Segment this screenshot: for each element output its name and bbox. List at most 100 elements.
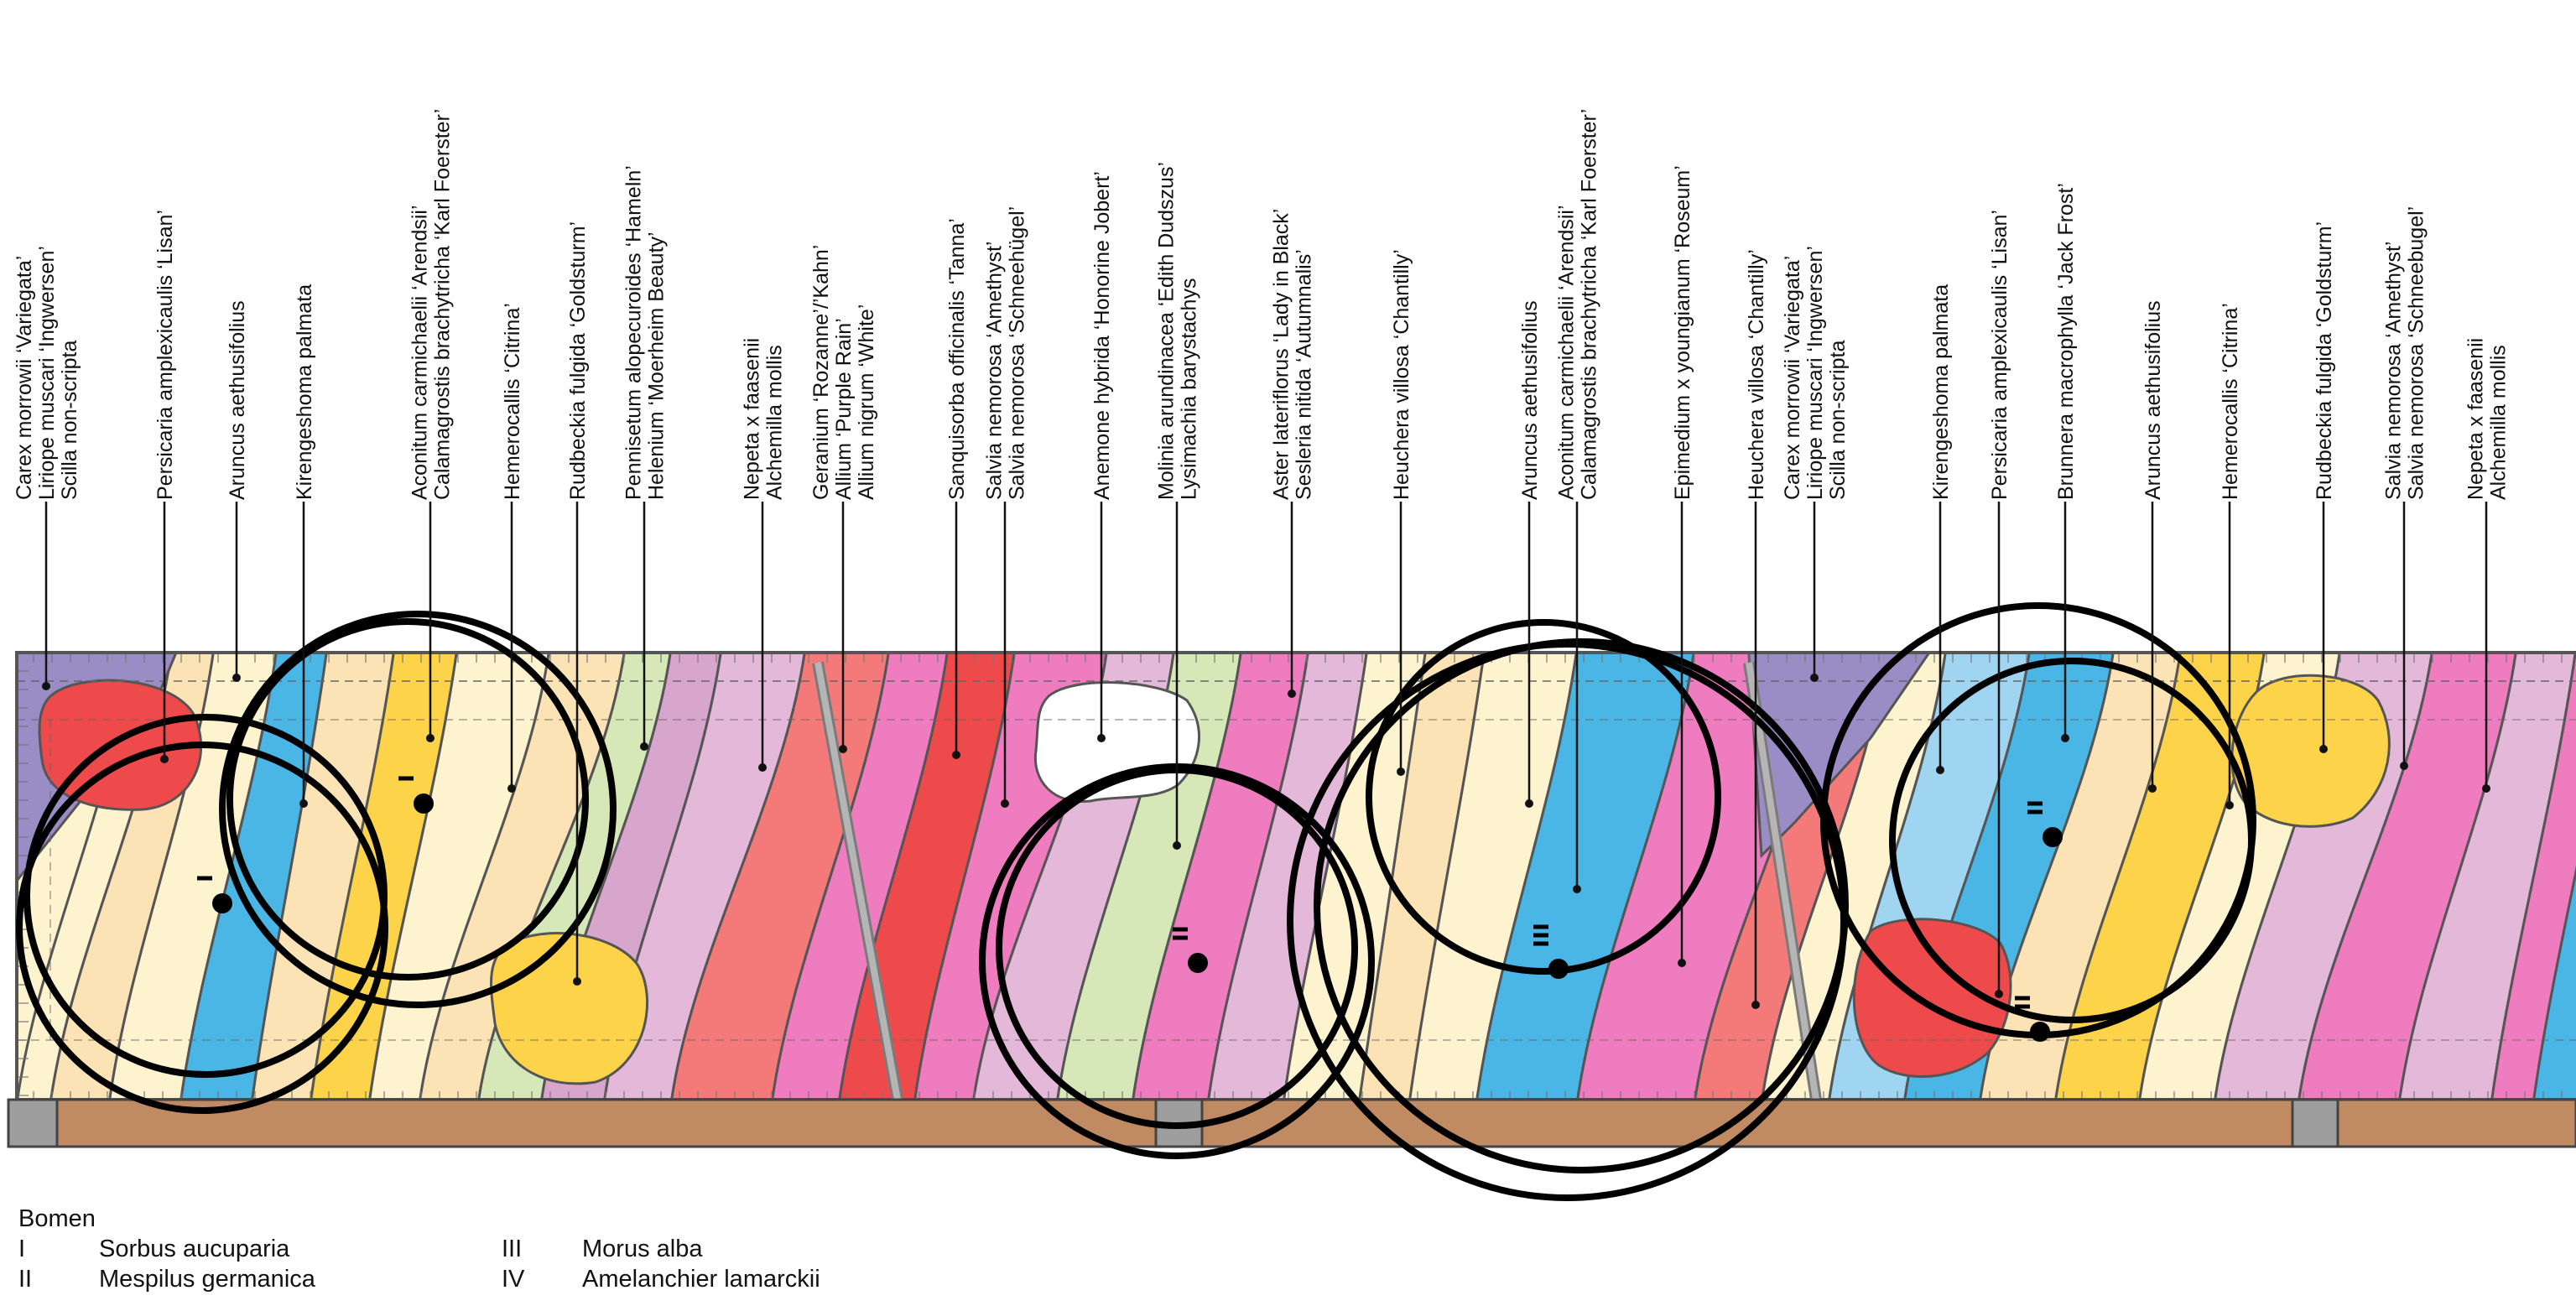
- soil-strip-bar: [15, 1098, 2576, 1148]
- label-leader-dot: [299, 799, 308, 808]
- rudbeckia-cluster-left: [490, 932, 649, 1085]
- plant-label: Heuchera villosa ‘Chantilly’: [1745, 249, 1768, 500]
- label-leader-dot: [1995, 990, 2003, 998]
- plant-label: Nepeta x faasenii: [741, 338, 764, 500]
- tree-canopy-circle: [1366, 619, 1721, 975]
- plant-label: Helenium ‘Moerheim Beauty’: [645, 232, 669, 500]
- plant-label: Pennisetum alopecuroides ‘Hameln’: [622, 165, 646, 500]
- plant-label: Brunnera macrophylla ‘Jack Frost’: [2054, 183, 2078, 500]
- plant-label: Aruncus aethusifolius: [1518, 300, 1542, 500]
- label-leader-dot: [426, 734, 435, 742]
- label-leader-dot: [232, 674, 241, 682]
- tree-canopy-circle: [219, 611, 617, 1008]
- label-leader-dot: [640, 742, 648, 751]
- tree-trunk-dot: [414, 793, 434, 814]
- legend-name-2: Mespilus germanica: [99, 1266, 315, 1293]
- plant-label: Carex morrowii ‘Variegata’: [13, 256, 36, 500]
- tree-canopy-circle: [16, 741, 388, 1114]
- plant-label: Persicaria amplexicaulis ‘Lisan’: [154, 210, 177, 500]
- soil-post: [2291, 1098, 2339, 1148]
- plant-label: Hemerocallis ‘Citrina’: [2219, 303, 2242, 500]
- label-leader-dot: [42, 682, 50, 690]
- plant-label: Epimedium x youngianum ‘Roseum’: [1671, 165, 1694, 500]
- edging-path: [812, 661, 903, 1101]
- label-leader-dot: [1573, 885, 1581, 893]
- plant-label: Sesleria nitida ‘Autumnalis’: [1293, 249, 1316, 500]
- carex-area-right: [1747, 653, 1931, 859]
- plant-label: Salvia nemorosa ‘Amethyst’: [983, 242, 1007, 500]
- plant-label: Aconitum carmichaelii ‘Arendsii’: [409, 205, 432, 500]
- label-leader-dot: [573, 977, 581, 986]
- plant-label: Molinia arundinacea ‘Edith Dudszus’: [1155, 162, 1179, 500]
- persicaria-cluster-left: [38, 679, 203, 811]
- plant-label: Scilla non-scripta: [1826, 341, 1850, 500]
- plant-label: Lysimachia barystachys: [1178, 278, 1201, 500]
- plant-label: Sanquisorba officinalis ‘Tanna’: [945, 218, 969, 500]
- persicaria-cluster-right: [1852, 918, 2012, 1078]
- label-leader-dot: [1097, 734, 1106, 742]
- plant-label: Geranium ‘Rozanne’/’Kahn’: [809, 245, 833, 500]
- plant-label: Alchemilla mollis: [763, 345, 787, 500]
- label-leader-dot: [1001, 799, 1009, 808]
- plant-label: Kirengeshoma palmata: [1929, 284, 1953, 500]
- legend-numeral-2: II: [18, 1266, 33, 1293]
- tree-trunk-dot: [212, 893, 232, 913]
- tree-trunk-dot: [2043, 827, 2063, 847]
- label-leader-dot: [2148, 784, 2157, 793]
- plant-label: Persicaria amplexicaulis ‘Lisan’: [1988, 210, 2011, 500]
- legend-numeral-4: IV: [502, 1266, 525, 1293]
- plant-label: Alchemilla mollis: [2487, 345, 2511, 500]
- plant-label: Salvia nemorosa ‘Amethyst’: [2382, 242, 2406, 500]
- tree-canopy-circle: [226, 618, 589, 981]
- plant-label: Liriope muscari ‘Ingwersen’: [35, 246, 59, 500]
- plant-label: Kirengeshoma palmata: [293, 284, 316, 500]
- plant-label: Liriope muscari ‘Ingwersen’: [1803, 246, 1827, 500]
- label-leader-dot: [839, 745, 847, 753]
- soil-strip: [7, 1098, 2576, 1148]
- tree-canopy-circle: [1889, 658, 2255, 1023]
- label-leader-dot: [2482, 784, 2490, 793]
- tree-marker: [2015, 996, 2050, 1042]
- plant-label: Aster lateriflorus ‘Lady in Black’: [1270, 209, 1293, 500]
- plant-label: Salvia nemorosa ‘Schneebugel’: [2405, 206, 2428, 500]
- legend-name-1: Sorbus aucuparia: [99, 1236, 290, 1262]
- tree-canopy-circle: [1287, 641, 1847, 1201]
- label-leader-dot: [1525, 799, 1533, 808]
- tree-marker: [197, 876, 232, 913]
- tree-trunk-dot: [1188, 953, 1208, 973]
- label-leader-dot: [1936, 766, 1944, 774]
- tree-markers: [197, 776, 2063, 1042]
- plant-label: Scilla non-scripta: [58, 341, 81, 500]
- legend-numeral-1: I: [18, 1236, 26, 1262]
- plant-label: Aruncus aethusifolius: [226, 300, 249, 500]
- label-leader-dot: [1751, 1001, 1760, 1009]
- label-leader-dot: [952, 751, 960, 759]
- tree-trunk-dot: [2030, 1022, 2050, 1042]
- plant-label: Anemone hybrida ‘Honorine Jobert’: [1090, 171, 1114, 500]
- plant-label: Aruncus aethusifolius: [2141, 300, 2165, 500]
- tree-marker: [398, 776, 434, 814]
- legend-title: Bomen: [18, 1205, 96, 1232]
- label-leaders: [42, 502, 2490, 1009]
- tree-marker: [1173, 927, 1208, 973]
- label-leader-dot: [1173, 841, 1181, 850]
- tree-marker: [1533, 924, 1569, 979]
- edging-path: [1743, 661, 1822, 1101]
- plant-label: Aconitum carmichaelii ‘Arendsii’: [1555, 205, 1579, 500]
- label-leader-dot: [1810, 674, 1819, 682]
- plant-label: Hemerocallis ‘Citrina’: [501, 303, 524, 500]
- soil-post: [7, 1098, 59, 1148]
- edging-path-fill: [1746, 662, 1819, 1100]
- plant-label: Rudbeckia fulgida ‘Goldsturm’: [566, 221, 590, 500]
- label-leader-dot: [1288, 689, 1296, 698]
- label-leader-dot: [2400, 762, 2408, 770]
- label-leader-dot: [758, 763, 767, 772]
- label-leader-dot: [160, 755, 169, 763]
- plant-label: Allium ‘Purple Rain’: [832, 318, 856, 500]
- rudbeckia-cluster-right: [2230, 674, 2391, 828]
- plant-labels: Carex morrowii ‘Variegata’Liriope muscar…: [13, 109, 2511, 500]
- label-leader-dot: [1397, 767, 1405, 776]
- legend-name-3: Morus alba: [582, 1236, 703, 1262]
- plant-label: Carex morrowii ‘Variegata’: [1781, 256, 1804, 500]
